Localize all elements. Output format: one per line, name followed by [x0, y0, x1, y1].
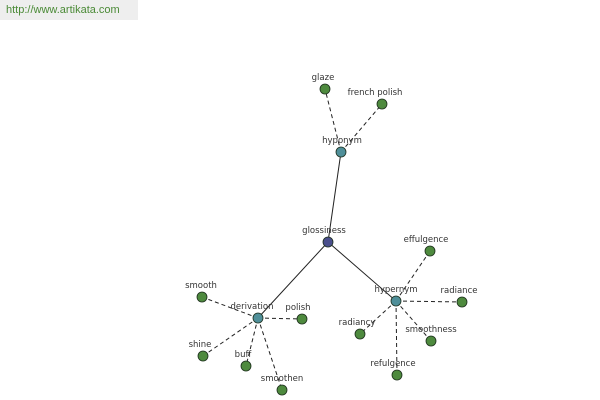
site-url-banner[interactable]: http://www.artikata.com [0, 0, 138, 20]
node-effulgence[interactable] [424, 245, 436, 257]
graph-labels: glossiness hyponym derivation hypernym glaze… [185, 73, 477, 384]
edge-derivation-buff [245, 317, 259, 367]
edge-glossiness-derivation [257, 241, 329, 319]
node-label-smoothen[interactable]: smoothen [261, 374, 303, 384]
edge-hypernym-smoothness [395, 300, 432, 342]
node-label-buff[interactable]: buff [235, 350, 253, 360]
node-label-french-polish[interactable]: french polish [348, 88, 403, 98]
node-smooth[interactable] [196, 291, 208, 303]
edge-derivation-smooth [201, 296, 259, 319]
node-label-derivation[interactable]: derivation [230, 302, 273, 312]
node-polish[interactable] [296, 313, 308, 325]
node-label-shine[interactable]: shine [189, 340, 212, 350]
node-smoothness[interactable] [425, 335, 437, 347]
edge-hyponym-french-polish [340, 103, 383, 153]
node-label-effulgence[interactable]: effulgence [404, 235, 449, 245]
node-label-glossiness[interactable]: glossiness [302, 226, 346, 236]
node-label-hyponym[interactable]: hyponym [322, 136, 362, 146]
node-buff[interactable] [240, 360, 252, 372]
node-hypernym[interactable] [390, 295, 402, 307]
edge-hypernym-refulgence [395, 300, 398, 376]
node-label-hypernym[interactable]: hypernym [374, 285, 417, 295]
edge-glossiness-hypernym [327, 241, 397, 302]
edge-hyponym-glaze [324, 88, 342, 153]
node-refulgence[interactable] [391, 369, 403, 381]
node-smoothen[interactable] [276, 384, 288, 396]
node-french-polish[interactable] [376, 98, 388, 110]
node-glossiness[interactable] [322, 236, 334, 248]
node-radiancy[interactable] [354, 328, 366, 340]
edge-hypernym-radiance [395, 300, 463, 303]
edge-derivation-smoothen [257, 317, 283, 391]
node-glaze[interactable] [319, 83, 331, 95]
node-label-polish[interactable]: polish [285, 303, 310, 313]
node-shine[interactable] [197, 350, 209, 362]
edge-derivation-polish [257, 317, 303, 320]
node-label-smoothness[interactable]: smoothness [405, 325, 457, 335]
node-hyponym[interactable] [335, 146, 347, 158]
node-radiance[interactable] [456, 296, 468, 308]
node-label-radiancy[interactable]: radiancy [339, 318, 376, 328]
edge-hypernym-radiancy [359, 300, 397, 335]
node-label-smooth[interactable]: smooth [185, 281, 217, 291]
edge-hypernym-effulgence [395, 250, 431, 302]
graph-nodes [196, 83, 468, 396]
node-derivation[interactable] [252, 312, 264, 324]
node-label-glaze[interactable]: glaze [312, 73, 335, 83]
node-label-refulgence[interactable]: refulgence [370, 359, 415, 369]
edge-glossiness-hyponym [327, 151, 342, 243]
node-label-radiance[interactable]: radiance [441, 286, 478, 296]
graph-edges [201, 88, 463, 391]
